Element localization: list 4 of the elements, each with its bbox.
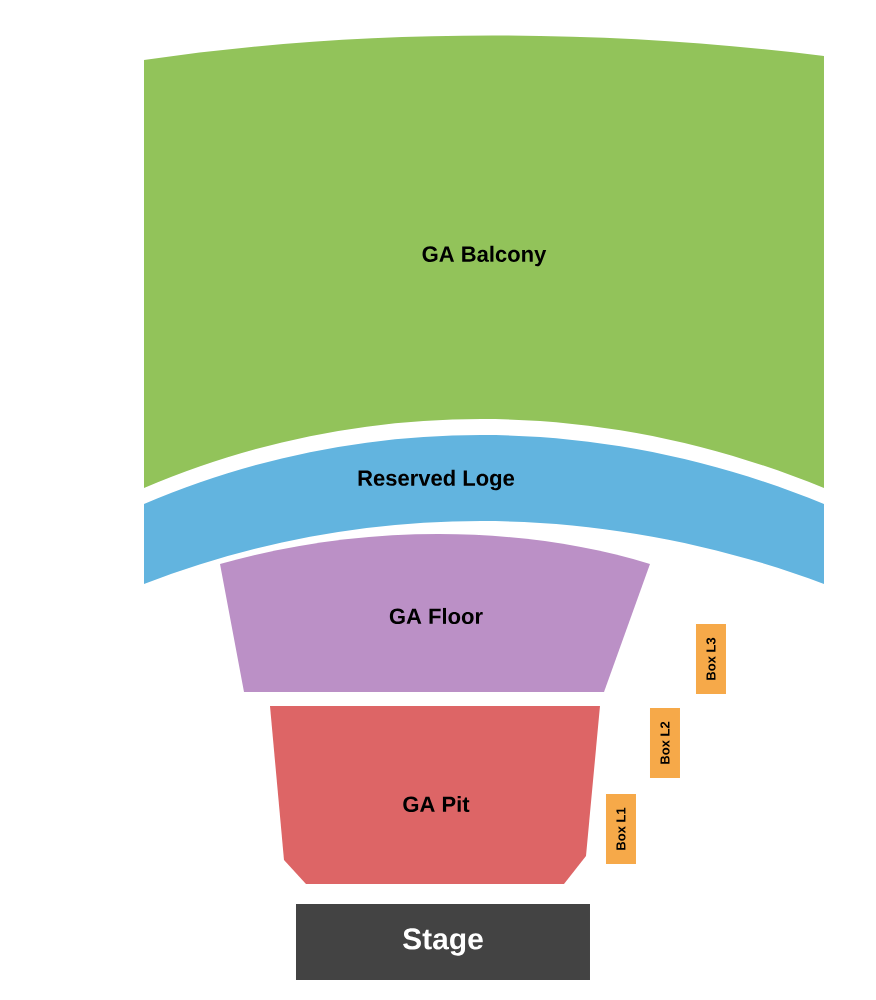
loge-section: Reserved Loge [144, 435, 824, 584]
stage-block: Stage [296, 904, 590, 980]
floor-section: GA Floor [220, 534, 650, 692]
pit-section: GA Pit [270, 706, 600, 884]
